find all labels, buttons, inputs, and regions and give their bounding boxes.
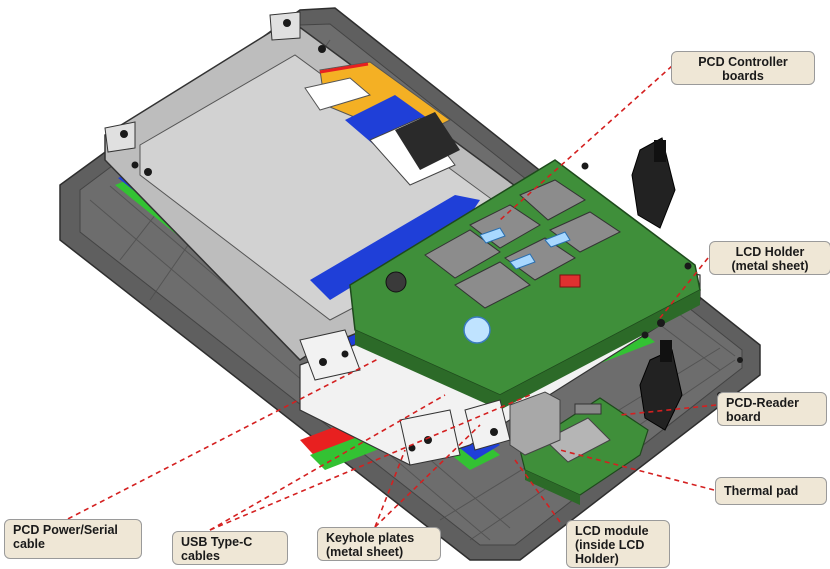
callout-pcd-power-serial-cable: PCD Power/Serial cable bbox=[4, 519, 142, 559]
callout-keyhole-plates: Keyhole plates (metal sheet) bbox=[317, 527, 441, 561]
thermal-pad-block bbox=[509, 391, 561, 456]
leader-keyhole-2 bbox=[374, 424, 481, 528]
leader-power-serial bbox=[59, 357, 381, 524]
leader-pcd-controller bbox=[499, 65, 673, 221]
callout-pcd-controller-boards: PCD Controller boards bbox=[671, 51, 815, 85]
callout-thermal-pad: Thermal pad bbox=[715, 477, 827, 505]
leader-pcd-reader bbox=[619, 404, 717, 416]
callout-lcd-module: LCD module (inside LCD Holder) bbox=[566, 520, 670, 568]
callout-lcd-holder: LCD Holder (metal sheet) bbox=[709, 241, 830, 275]
callout-usb-type-c-cables: USB Type-C cables bbox=[172, 531, 288, 565]
leader-lines bbox=[59, 65, 717, 531]
leader-lcd-module bbox=[514, 459, 561, 523]
usb-type-c-connectors bbox=[631, 137, 683, 431]
flex-cable bbox=[304, 61, 460, 186]
leader-keyhole-1 bbox=[374, 449, 406, 528]
pcd-controller-board bbox=[349, 159, 701, 410]
leader-usb-c-2 bbox=[209, 394, 531, 531]
leader-lcd-holder bbox=[659, 257, 709, 319]
callout-pcd-reader-board: PCD-Reader board bbox=[717, 392, 827, 426]
leader-usb-c-1 bbox=[209, 394, 446, 531]
